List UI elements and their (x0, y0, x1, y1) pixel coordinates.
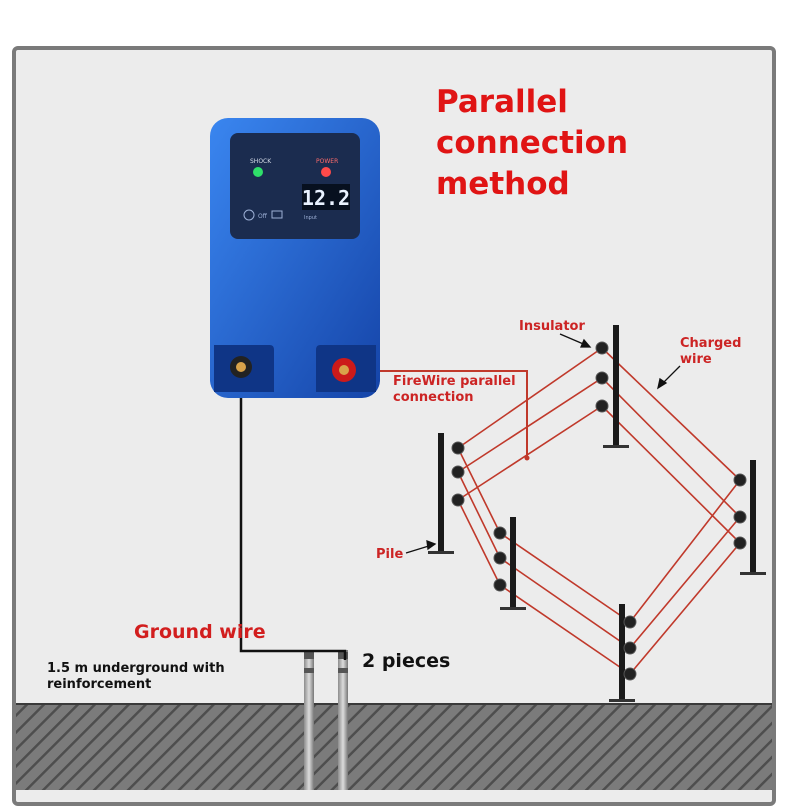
battery-icon (271, 210, 283, 219)
annotation-arrows (405, 333, 681, 554)
charged-wire-label: Charged wire (680, 336, 742, 367)
readout-label: Input (304, 215, 317, 221)
pile (493, 517, 526, 610)
insulator-icon (623, 641, 637, 655)
pile (595, 325, 629, 448)
ground-hatch (16, 704, 772, 790)
insulator-icon (733, 536, 747, 550)
charged-wires (457, 347, 741, 675)
insulator-icon (493, 526, 507, 540)
insulator-icon (595, 371, 609, 385)
voltage-display: 12.2 (302, 186, 350, 210)
insulator-icon (733, 510, 747, 524)
insulator-icon (493, 578, 507, 592)
insulator-icon (451, 465, 465, 479)
pile (733, 460, 766, 575)
shock-label: SHOCK (250, 158, 272, 165)
fence-energizer: SHOCK POWER 12.2 Input Off (210, 118, 380, 398)
insulator-icon (493, 551, 507, 565)
power-label: POWER (316, 158, 338, 165)
insulator-icon (451, 441, 465, 455)
insulator-icon (451, 493, 465, 507)
pile (609, 604, 637, 702)
firewire-label: FireWire parallel connection (393, 374, 516, 405)
pile (428, 433, 465, 554)
ground-wire (239, 380, 347, 660)
insulator-icon (595, 341, 609, 355)
pile-group (428, 325, 766, 702)
pile-label: Pile (376, 547, 404, 562)
ground-wire-label: Ground wire (134, 621, 266, 643)
diagram-title: Parallel connection method (436, 84, 629, 202)
pieces-label: 2 pieces (362, 650, 451, 672)
ground-rods (304, 650, 348, 790)
shock-indicator-icon (253, 167, 263, 177)
firewire-connection (348, 370, 528, 458)
mode-icon (243, 209, 255, 221)
mode-label: Off (258, 213, 268, 220)
depth-label: 1.5 m underground with reinforcement (47, 661, 225, 692)
insulator-icon (595, 399, 609, 413)
insulator-icon (733, 473, 747, 487)
insulator-icon (623, 615, 637, 629)
power-indicator-icon (321, 167, 331, 177)
insulator-label: Insulator (519, 319, 585, 334)
insulator-icon (623, 667, 637, 681)
